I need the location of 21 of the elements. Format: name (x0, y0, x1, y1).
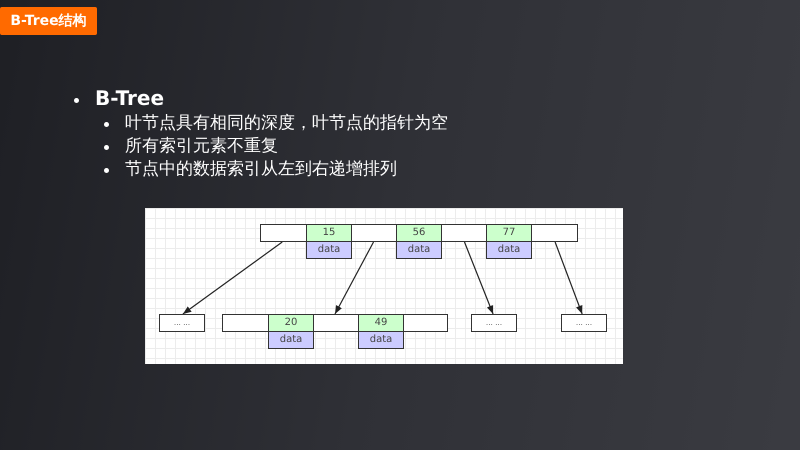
key-cell: 49 (358, 314, 404, 332)
node-box (222, 314, 448, 332)
data-cell: data (268, 331, 314, 349)
data-cell: data (358, 331, 404, 349)
key-cell: 56 (396, 224, 442, 242)
list-item: 节点中的数据索引从左到右递增排列 (125, 158, 397, 180)
arrow (554, 242, 583, 314)
data-cell: data (486, 241, 532, 259)
list-item: 所有索引元素不重复 (125, 135, 278, 157)
key-cell: 15 (306, 224, 352, 242)
title-badge: B-Tree结构 (0, 7, 97, 35)
list-heading: B-Tree (95, 86, 164, 110)
data-cell: data (396, 241, 442, 259)
key-cell: 77 (486, 224, 532, 242)
data-cell: data (306, 241, 352, 259)
arrow (334, 242, 374, 314)
arrow (464, 242, 494, 314)
key-cell: 20 (268, 314, 314, 332)
node-box (260, 224, 578, 242)
list-item: 叶节点具有相同的深度，叶节点的指针为空 (125, 112, 448, 134)
arrow (182, 242, 283, 314)
